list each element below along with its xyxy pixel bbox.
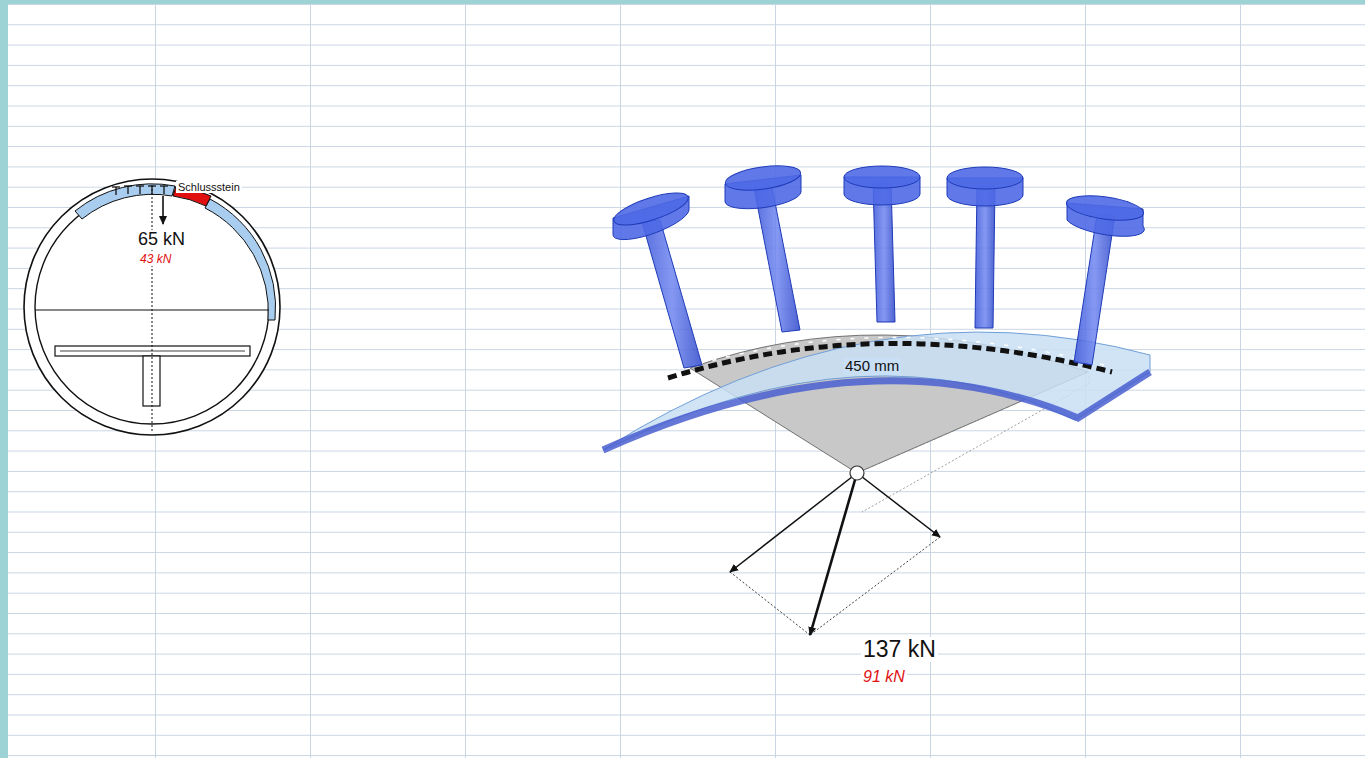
force-value: 137 kN	[861, 637, 938, 662]
segment-erector	[603, 162, 1150, 635]
load-value: 65 kN	[136, 230, 187, 250]
force-value-reduced: 91 kN	[861, 668, 907, 686]
tunnel-section	[24, 179, 280, 435]
dimension: 450 mm	[843, 358, 901, 375]
load-value-reduced: 43 kN	[138, 253, 173, 266]
segment-name: Schlussstein	[176, 181, 242, 193]
